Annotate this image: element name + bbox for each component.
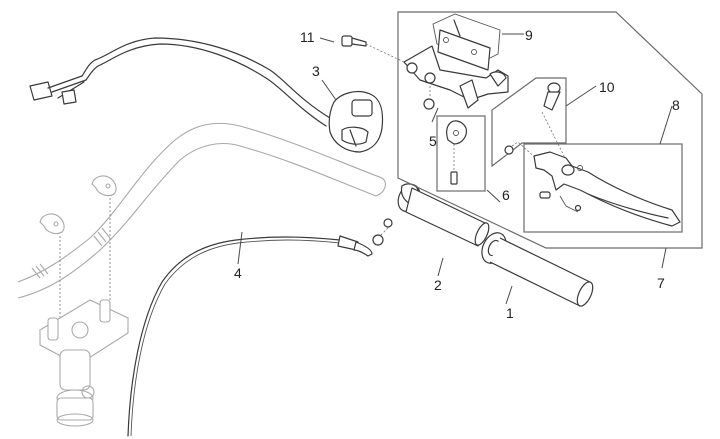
kit-boundary-7 — [397, 11, 703, 249]
handlebar-clamp-upper-left — [39, 213, 65, 235]
cable-clamp — [445, 120, 467, 185]
throttle-tube — [397, 183, 490, 247]
clamp-guide-lines — [59, 198, 111, 330]
callout-4[interactable]: 4 — [234, 265, 242, 281]
callout-8[interactable]: 8 — [672, 97, 680, 113]
handlebar-riser-ghost — [38, 299, 130, 427]
lever-pivot-screw — [504, 82, 567, 163]
callout-7[interactable]: 7 — [657, 275, 665, 291]
switch-housing — [29, 37, 384, 153]
callout-5[interactable]: 5 — [429, 133, 437, 149]
callout-1[interactable]: 1 — [506, 305, 514, 321]
handlebar-clamp-upper-right — [91, 175, 117, 197]
master-cylinder-bracket — [403, 13, 509, 109]
callout-9[interactable]: 9 — [525, 27, 533, 43]
kit-boundary-10 — [491, 77, 567, 168]
callout-10[interactable]: 10 — [599, 79, 615, 95]
lever-bracket-nut — [423, 86, 435, 110]
callout-2[interactable]: 2 — [434, 277, 442, 293]
callout-11[interactable]: 11 — [300, 29, 315, 45]
callout-6[interactable]: 6 — [502, 187, 510, 203]
kit-boundary-6 — [436, 115, 486, 192]
kit-boundary-8 — [523, 143, 683, 233]
leader-lines — [237, 33, 673, 305]
handlebar-grip — [481, 232, 594, 307]
bracket-bolt — [341, 35, 405, 63]
brake-lever — [533, 151, 681, 227]
handlebar-ghost — [17, 122, 386, 299]
callout-labels: 1 2 3 4 5 6 7 8 9 10 11 — [234, 27, 680, 321]
throttle-cable — [127, 218, 393, 437]
callout-3[interactable]: 3 — [312, 63, 320, 79]
